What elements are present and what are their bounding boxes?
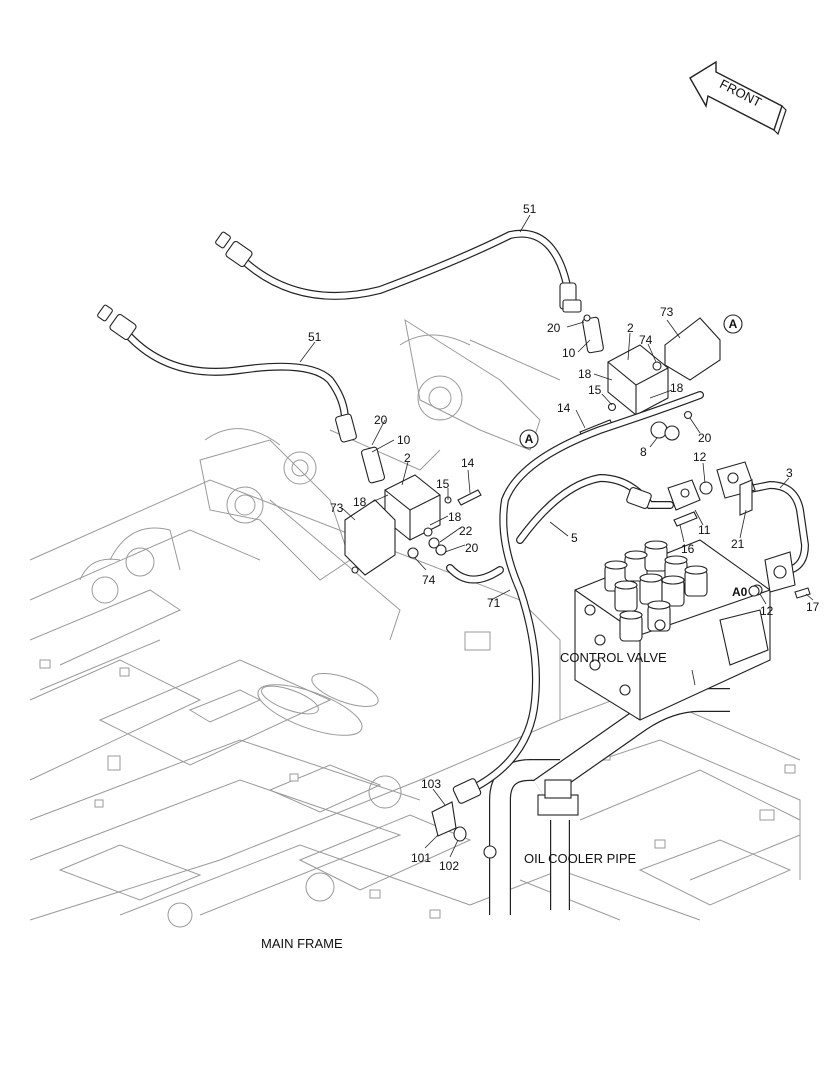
part-labels: 51 51 20 10 2 73 74 18 15 18 14 8 20 20 … bbox=[308, 202, 820, 873]
label-hose-5: 5 bbox=[571, 531, 578, 545]
caption-main-frame: MAIN FRAME bbox=[261, 936, 343, 951]
label-bolt-74-a: 74 bbox=[639, 333, 653, 347]
label-flange-11: 11 bbox=[698, 523, 711, 537]
ref-circle-a-upper bbox=[723, 314, 743, 334]
label-fitting-20-b: 20 bbox=[698, 431, 712, 445]
label-bracket-73-a: 73 bbox=[660, 305, 674, 319]
leader-lines bbox=[299, 214, 814, 858]
ref-circle-a-lower bbox=[519, 429, 539, 449]
label-bolt-14-a: 14 bbox=[557, 401, 571, 415]
label-bolt-14-b: 14 bbox=[461, 456, 475, 470]
label-washer-15-b: 15 bbox=[436, 477, 450, 491]
hose-71 bbox=[431, 391, 704, 842]
hose-5 bbox=[516, 473, 713, 544]
label-oring-18-a: 18 bbox=[578, 367, 592, 381]
label-oring-12-a: 12 bbox=[693, 450, 707, 464]
label-oring-18-c: 18 bbox=[353, 495, 367, 509]
label-fitting-20-c: 20 bbox=[374, 413, 388, 427]
caption-oil-cooler-pipe: OIL COOLER PIPE bbox=[524, 851, 637, 866]
caption-control-valve: CONTROL VALVE bbox=[560, 650, 667, 665]
label-oring-12-b: 12 bbox=[760, 604, 774, 618]
label-pipe-3: 3 bbox=[786, 466, 793, 480]
label-fitting-103: 103 bbox=[421, 777, 441, 791]
ref-label-a-lower: A bbox=[525, 432, 534, 446]
label-hose-71: 71 bbox=[487, 596, 501, 610]
label-hose-51-upper: 51 bbox=[523, 202, 537, 216]
front-arrow: FRONT bbox=[689, 60, 787, 136]
label-elbow-101: 101 bbox=[411, 851, 431, 865]
label-adapter-10-b: 10 bbox=[397, 433, 411, 447]
hose-51-left bbox=[97, 304, 357, 443]
hose-51-upper bbox=[215, 229, 582, 313]
label-bracket-73-b: 73 bbox=[330, 501, 344, 515]
label-washer-15-a: 15 bbox=[588, 383, 602, 397]
label-elbow-8: 8 bbox=[640, 445, 647, 459]
label-bolt-16: 16 bbox=[681, 542, 695, 556]
ref-label-a0: A0 bbox=[732, 585, 748, 599]
label-block-2-a: 2 bbox=[627, 321, 634, 335]
captions: CONTROL VALVE OIL COOLER PIPE MAIN FRAME bbox=[261, 650, 667, 951]
left-block-assembly bbox=[344, 446, 482, 576]
label-oring-18-b: 18 bbox=[670, 381, 684, 395]
oil-cooler-pipe bbox=[483, 688, 730, 915]
label-hose-51-left: 51 bbox=[308, 330, 322, 344]
label-clamp-21: 21 bbox=[731, 537, 745, 551]
label-bolt-17: 17 bbox=[806, 600, 820, 614]
label-fitting-20-a: 20 bbox=[547, 321, 561, 335]
control-valve bbox=[574, 539, 771, 721]
label-oring-102: 102 bbox=[439, 859, 459, 873]
label-oring-18-d: 18 bbox=[448, 510, 462, 524]
label-plug-22: 22 bbox=[459, 524, 473, 538]
ref-label-a-upper: A bbox=[729, 317, 738, 331]
label-fitting-20-d: 20 bbox=[465, 541, 479, 555]
label-block-2-b: 2 bbox=[404, 451, 411, 465]
reference-callouts: A A A0 bbox=[519, 314, 760, 599]
label-adapter-10-a: 10 bbox=[562, 346, 576, 360]
label-bolt-74-b: 74 bbox=[422, 573, 436, 587]
